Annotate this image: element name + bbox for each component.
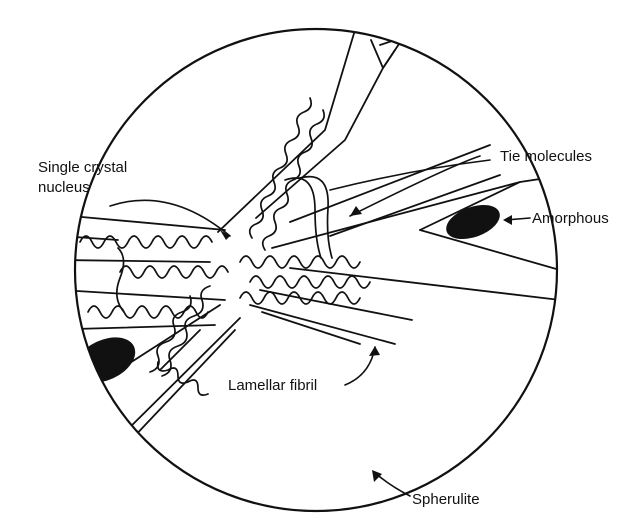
label-single-crystal-nucleus-1: Single crystal bbox=[38, 159, 127, 176]
lamella-lower-right bbox=[250, 290, 412, 344]
amorphous-blob-left bbox=[68, 328, 143, 391]
lamella-right bbox=[272, 176, 560, 300]
label-spherulite: Spherulite bbox=[412, 491, 480, 508]
label-amorphous: Amorphous bbox=[532, 210, 609, 227]
spherulite-boundary bbox=[75, 29, 557, 511]
label-tie-molecules: Tie molecules bbox=[500, 148, 592, 165]
spherulite-arrowhead bbox=[372, 470, 382, 482]
label-lamellar-fibril: Lamellar fibril bbox=[228, 377, 317, 394]
label-single-crystal-nucleus-2: nucleus bbox=[38, 179, 90, 196]
amorphous-arrowhead bbox=[503, 215, 512, 225]
lamella-upper-right bbox=[218, 20, 415, 232]
lamellar-arrowhead bbox=[369, 346, 380, 356]
